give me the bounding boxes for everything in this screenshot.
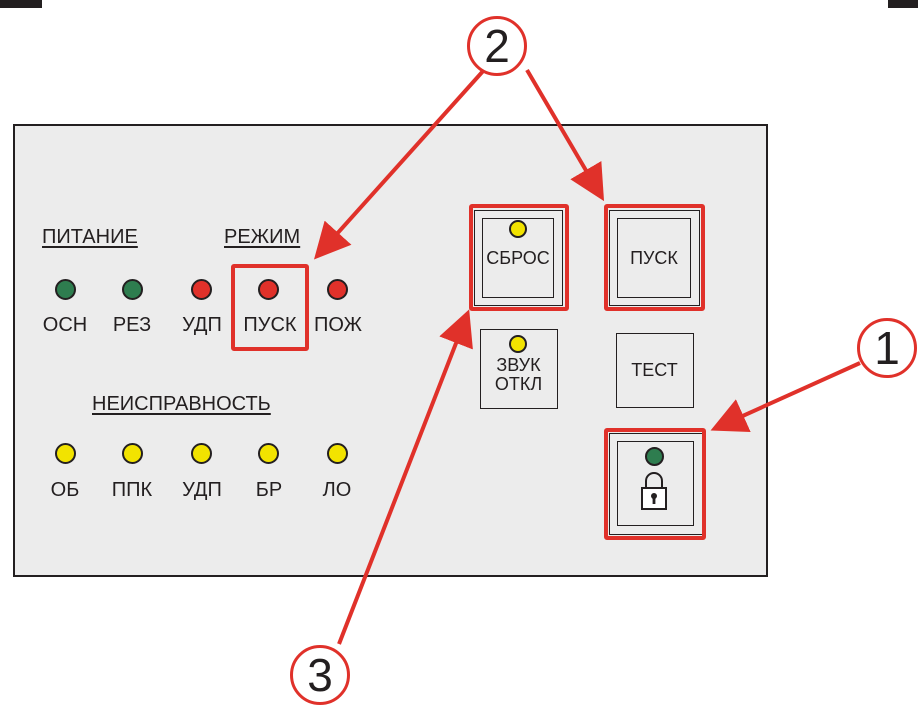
indicator-br (258, 443, 279, 464)
callout-2: 2 (467, 16, 527, 76)
arrow-2-to-start (525, 68, 605, 202)
indicator-ppk-label: ППК (111, 479, 153, 501)
sound-off-button-label: ЗВУК ОТКЛ (494, 355, 543, 394)
lock-led (645, 447, 664, 466)
indicator-lo-label: ЛО (322, 479, 352, 501)
indicator-br-label: БР (255, 479, 283, 501)
indicator-rez (122, 279, 143, 300)
mode-group-label: РЕЖИМ (224, 226, 301, 248)
start-button[interactable]: ПУСК (609, 210, 700, 306)
indicator-pusk-label: ПУСК (243, 314, 297, 336)
reset-button-highlight (469, 204, 569, 311)
lock-button-face (617, 441, 694, 526)
start-button-label: ПУСК (617, 218, 691, 298)
sound-off-led (509, 335, 527, 353)
test-button[interactable]: ТЕСТ (616, 333, 694, 408)
indicator-pozh-label: ПОЖ (314, 314, 362, 336)
indicator-osn-label: ОСН (42, 314, 88, 336)
indicator-osn (55, 279, 76, 300)
lock-button-highlight (604, 428, 706, 540)
start-button-highlight (604, 204, 705, 311)
indicator-ob-label: ОБ (50, 479, 80, 501)
arrow-1-to-lock (710, 361, 861, 433)
pusk-indicator-highlight (231, 264, 309, 351)
callout-1: 1 (857, 318, 917, 378)
top-frame-left (0, 0, 42, 8)
test-button-label: ТЕСТ (631, 359, 678, 380)
arrow-2-to-pusk (313, 68, 486, 260)
power-group-label: ПИТАНИЕ (42, 226, 138, 248)
indicator-udp-mode-label: УДП (182, 314, 222, 336)
indicator-udp-mode (191, 279, 212, 300)
indicator-udp-fault (191, 443, 212, 464)
indicator-rez-label: РЕЗ (112, 314, 152, 336)
reset-button[interactable]: СБРОС (474, 210, 563, 306)
arrow-3-to-reset (337, 309, 473, 645)
reset-button-label: СБРОС (482, 218, 554, 298)
padlock-icon (641, 472, 667, 510)
callout-3: 3 (290, 645, 350, 705)
top-frame-right (888, 0, 918, 8)
indicator-lo (327, 443, 348, 464)
indicator-pusk (258, 279, 279, 300)
indicator-ob (55, 443, 76, 464)
reset-led (509, 220, 527, 238)
indicator-ppk (122, 443, 143, 464)
indicator-udp-fault-label: УДП (182, 479, 222, 501)
fault-group-label: НЕИСПРАВНОСТЬ (92, 393, 271, 415)
indicator-pozh (327, 279, 348, 300)
